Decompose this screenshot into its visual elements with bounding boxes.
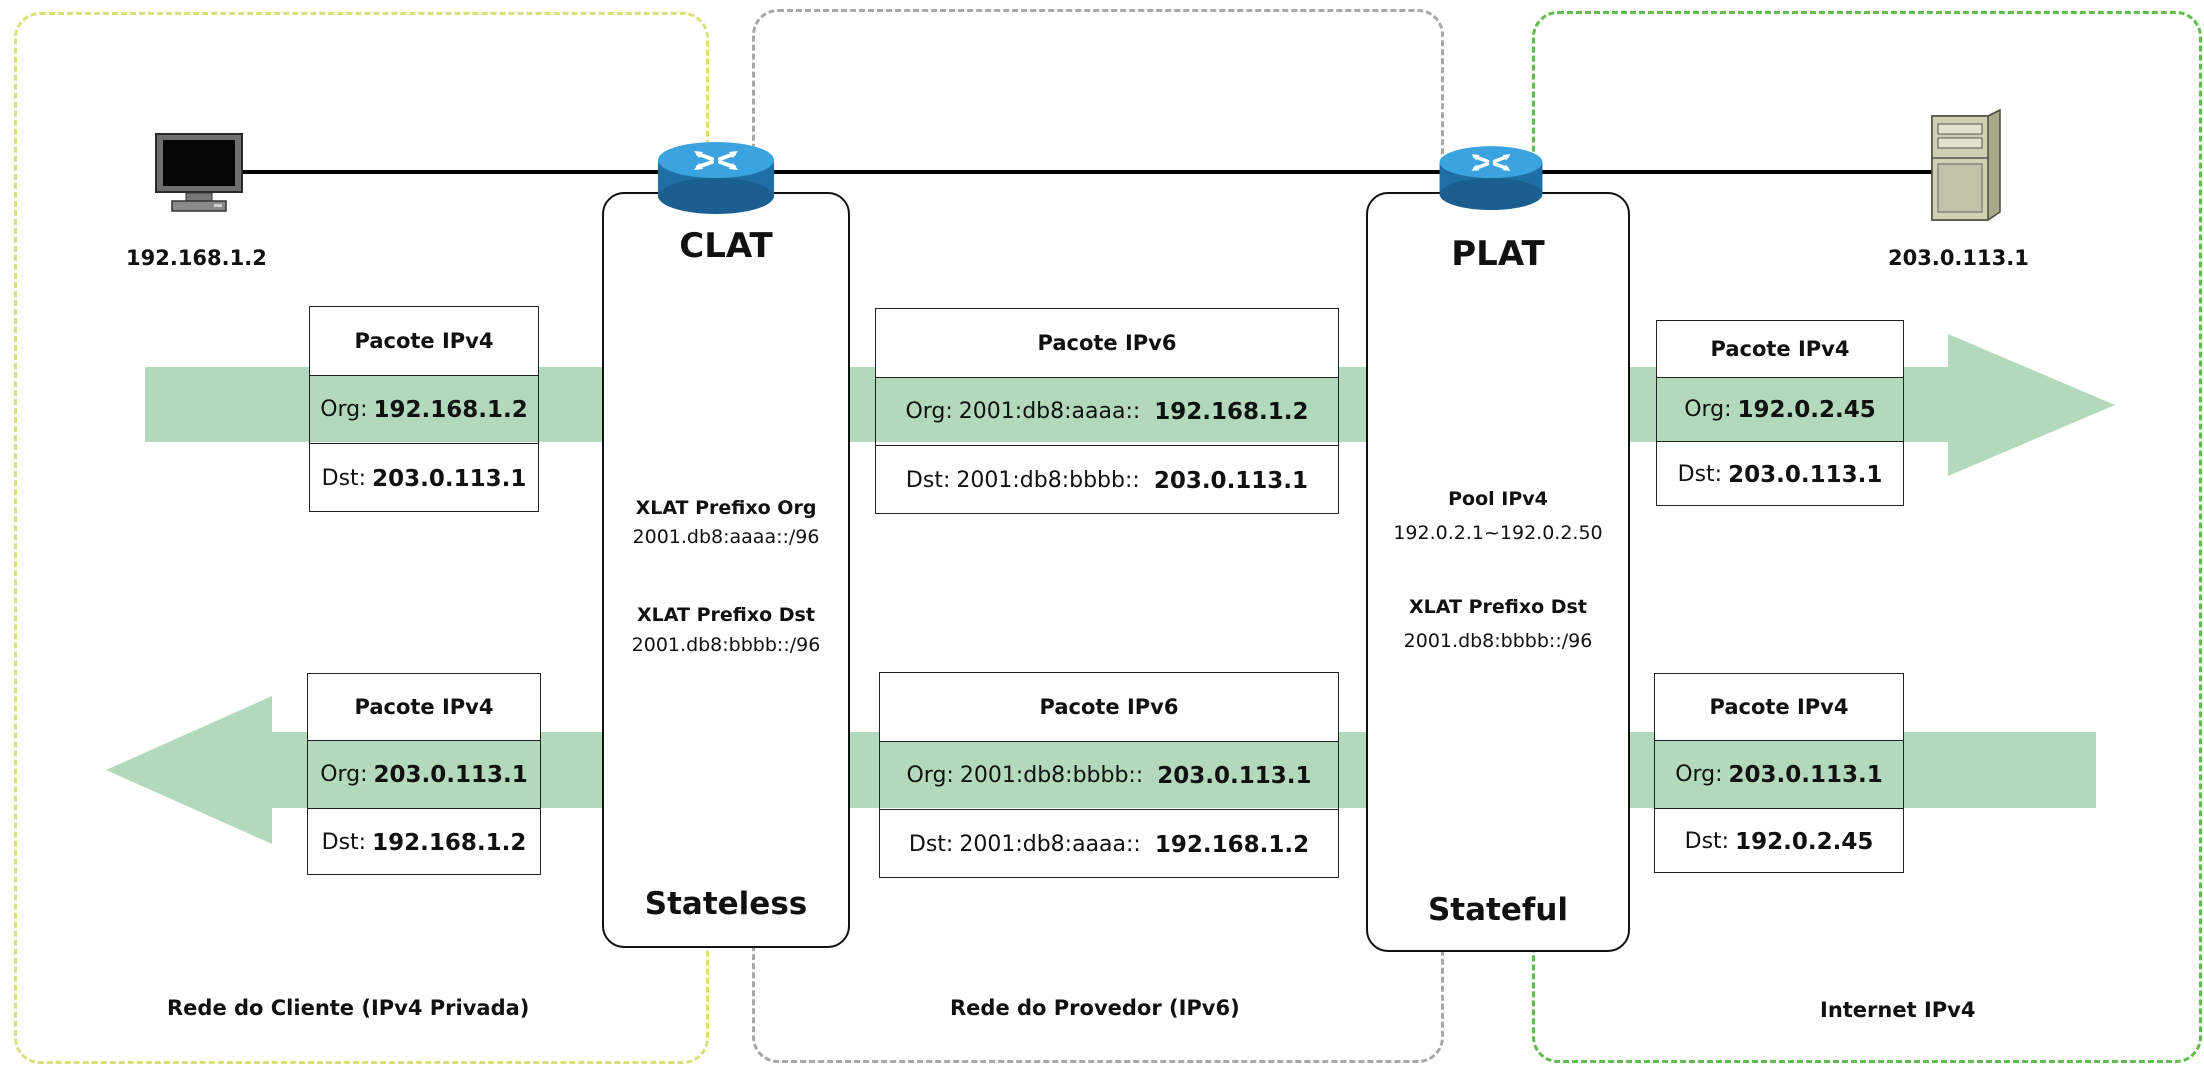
- inbound-internet-ipv4-packet: Pacote IPv4 Org: 203.0.113.1 Dst: 192.0.…: [1654, 673, 1904, 873]
- clat-title: CLAT: [679, 226, 773, 266]
- dst-address: 203.0.113.1: [372, 465, 527, 492]
- dst-address: 192.0.2.45: [1735, 828, 1874, 855]
- org-address: 203.0.113.1: [1157, 762, 1312, 789]
- packet-org-field: Org: 192.168.1.2: [310, 375, 538, 443]
- org-address: 192.168.1.2: [1154, 398, 1309, 425]
- dst-address: 192.168.1.2: [1154, 831, 1310, 858]
- packet-org-field: Org: 203.0.113.1: [1655, 740, 1903, 808]
- dst-address: 203.0.113.1: [1728, 461, 1883, 488]
- server-tower-icon: [1931, 108, 2001, 221]
- link-clat-plat: [770, 170, 1440, 174]
- provider-zone-label: Rede do Provedor (IPv6): [950, 996, 1240, 1020]
- inbound-arrow-band: [270, 732, 2096, 808]
- packet-dst-field: Dst: 192.168.1.2: [308, 808, 540, 876]
- outbound-arrow-head: [1948, 334, 2115, 476]
- clat-prefix-org-label: XLAT Prefixo Org: [635, 497, 817, 519]
- org-label: Org:: [320, 762, 368, 787]
- outbound-provider-ipv6-packet: Pacote IPv6 Org: 2001:db8:aaaa:: 192.168…: [875, 308, 1339, 514]
- internet-zone: [1532, 11, 2202, 1063]
- outbound-internet-ipv4-packet: Pacote IPv4 Org: 192.0.2.45 Dst: 203.0.1…: [1656, 320, 1904, 506]
- packet-dst-field: Dst: 2001:db8:aaaa:: 192.168.1.2: [880, 809, 1338, 879]
- link-client-clat: [240, 170, 660, 174]
- outbound-client-ipv4-packet: Pacote IPv4 Org: 192.168.1.2 Dst: 203.0.…: [309, 306, 539, 512]
- plat-mode: Stateful: [1427, 892, 1569, 928]
- packet-dst-field: Dst: 2001:db8:bbbb:: 203.0.113.1: [876, 445, 1338, 515]
- inbound-provider-ipv6-packet: Pacote IPv6 Org: 2001:db8:bbbb:: 203.0.1…: [879, 672, 1339, 878]
- org-label: Org:: [320, 397, 368, 422]
- clat-prefix-dst-value: 2001.db8:bbbb::/96: [631, 634, 821, 656]
- packet-title: Pacote IPv4: [308, 674, 540, 740]
- plat-pool-value: 192.0.2.1~192.0.2.50: [1393, 522, 1603, 544]
- packet-dst-field: Dst: 203.0.113.1: [310, 443, 538, 513]
- packet-org-field: Org: 203.0.113.1: [308, 740, 540, 808]
- clat-prefix-org-value: 2001.db8:aaaa::/96: [632, 526, 820, 548]
- dst-address: 192.168.1.2: [372, 829, 527, 856]
- clat-mode: Stateless: [644, 886, 808, 922]
- server-host-address: 203.0.113.1: [1888, 246, 2029, 270]
- outbound-arrow-band: [145, 367, 1950, 442]
- clat-prefix-dst-label: XLAT Prefixo Dst: [637, 604, 815, 626]
- packet-title: Pacote IPv4: [1655, 674, 1903, 740]
- internet-zone-label: Internet IPv4: [1820, 998, 1976, 1022]
- org-label: Org:: [906, 763, 954, 788]
- packet-org-field: Org: 2001:db8:bbbb:: 203.0.113.1: [880, 741, 1338, 809]
- dst-label: Dst:: [1677, 462, 1723, 487]
- dst-label: Dst:: [905, 468, 951, 493]
- org-ipv6-prefix: 2001:db8:aaaa::: [958, 399, 1141, 424]
- org-ipv6-prefix: 2001:db8:bbbb::: [959, 763, 1144, 788]
- link-plat-server: [1540, 170, 1940, 174]
- org-address: 203.0.113.1: [1728, 761, 1883, 788]
- packet-title: Pacote IPv6: [876, 309, 1338, 377]
- dst-label: Dst:: [908, 832, 954, 857]
- packet-org-field: Org: 2001:db8:aaaa:: 192.168.1.2: [876, 377, 1338, 445]
- packet-title: Pacote IPv6: [880, 673, 1338, 741]
- packet-org-field: Org: 192.0.2.45: [1657, 377, 1903, 441]
- org-address: 192.0.2.45: [1737, 396, 1876, 423]
- plat-prefix-dst-value: 2001.db8:bbbb::/96: [1403, 630, 1593, 652]
- org-label: Org:: [905, 399, 953, 424]
- dst-ipv6-prefix: 2001:db8:bbbb::: [956, 468, 1140, 493]
- dst-label: Dst:: [321, 466, 367, 491]
- plat-prefix-dst-label: XLAT Prefixo Dst: [1409, 596, 1587, 618]
- org-label: Org:: [1684, 397, 1732, 422]
- dst-label: Dst:: [1684, 829, 1730, 854]
- clat-router-icon: [658, 142, 774, 214]
- plat-pool-label: Pool IPv4: [1448, 488, 1548, 510]
- dst-label: Dst:: [321, 830, 367, 855]
- inbound-client-ipv4-packet: Pacote IPv4 Org: 203.0.113.1 Dst: 192.16…: [307, 673, 541, 875]
- packet-dst-field: Dst: 192.0.2.45: [1655, 808, 1903, 874]
- packet-dst-field: Dst: 203.0.113.1: [1657, 441, 1903, 507]
- org-address: 203.0.113.1: [373, 761, 528, 788]
- dst-address: 203.0.113.1: [1153, 467, 1309, 494]
- inbound-arrow-head: [106, 696, 272, 844]
- client-zone-label: Rede do Cliente (IPv4 Privada): [167, 996, 530, 1020]
- packet-title: Pacote IPv4: [1657, 321, 1903, 377]
- org-label: Org:: [1675, 762, 1723, 787]
- computer-monitor-icon: [155, 133, 243, 212]
- org-address: 192.168.1.2: [373, 396, 528, 423]
- dst-ipv6-prefix: 2001:db8:aaaa::: [959, 832, 1141, 857]
- provider-network-zone: [752, 9, 1444, 1063]
- clat-box: [602, 192, 850, 948]
- plat-box: [1366, 192, 1630, 952]
- client-host-address: 192.168.1.2: [126, 246, 267, 270]
- plat-title: PLAT: [1451, 234, 1545, 274]
- packet-title: Pacote IPv4: [310, 307, 538, 375]
- plat-router-icon: [1439, 146, 1543, 211]
